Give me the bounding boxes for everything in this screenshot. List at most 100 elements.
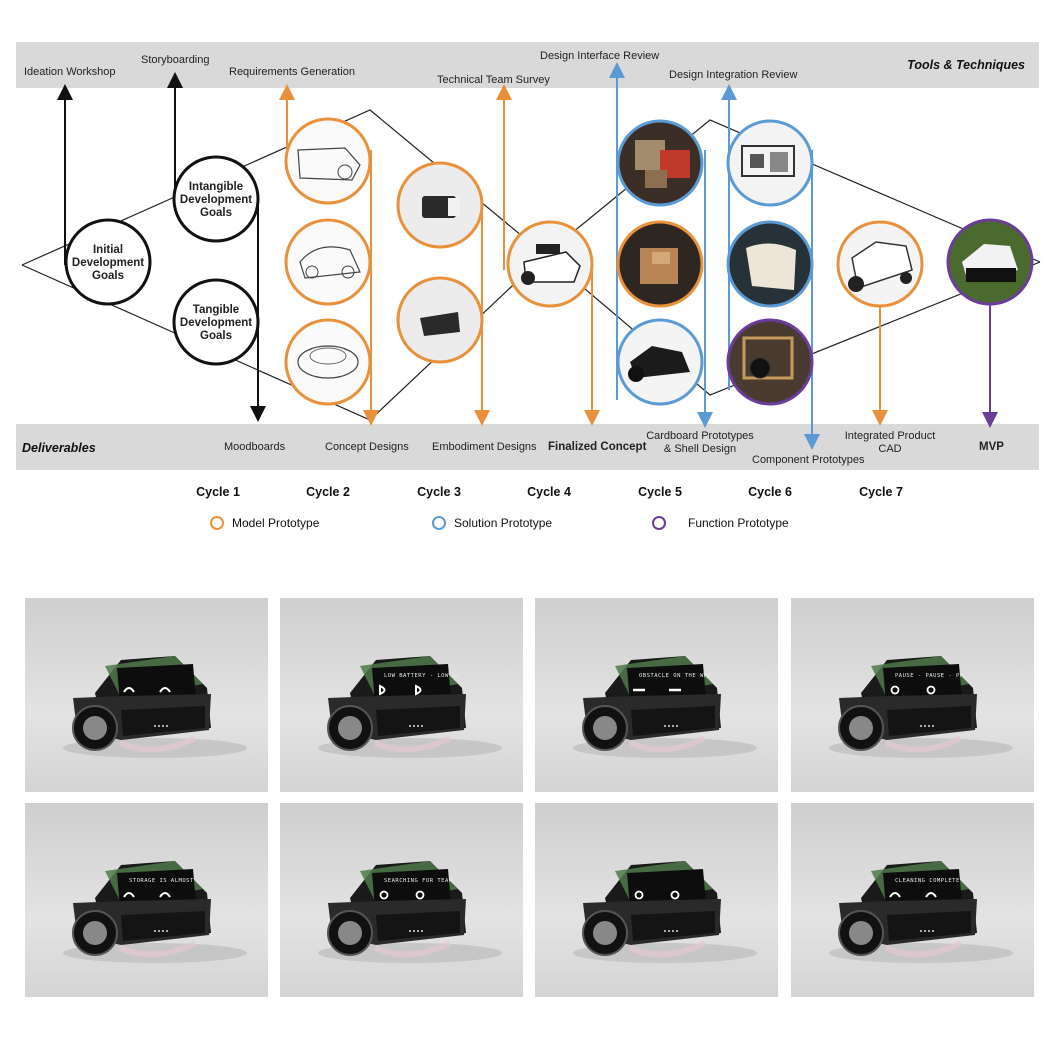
- led-dots: [409, 930, 423, 932]
- deliverable-component-prototypes: Component Prototypes: [752, 454, 865, 466]
- robot-face: [890, 685, 936, 695]
- tool-design-integration-review: Design Integration Review: [669, 69, 798, 81]
- cycle-label-4: Cycle 4: [527, 485, 571, 499]
- legend-function-prototype: Function Prototype: [652, 516, 789, 530]
- robot-face: [379, 684, 422, 696]
- robot-render-7: [535, 803, 778, 997]
- cycle-label-6: Cycle 6: [748, 485, 792, 499]
- legend-function-label: Function Prototype: [688, 516, 789, 530]
- cycle6-photo-1: [726, 119, 814, 207]
- legend-solution-label: Solution Prototype: [454, 516, 553, 530]
- robot-eye: [926, 685, 936, 695]
- robot-face: [634, 890, 680, 900]
- robot-render-image: CLEANING COMPLETE: [829, 861, 1013, 963]
- led-dots: [664, 725, 678, 727]
- cycle3-embodiment-2: [396, 276, 484, 364]
- robot-eye: [159, 892, 171, 898]
- robot-render-image: LOW BATTERY - LOW BA: [318, 656, 502, 758]
- robot-screen-text: LOW BATTERY - LOW BA: [384, 673, 460, 679]
- tool-technical-team-survey: Technical Team Survey: [437, 74, 550, 86]
- robot-render-6: SEARCHING FOR TEAM: [280, 803, 523, 997]
- tool-design-interface-review: Design Interface Review: [540, 50, 660, 62]
- robot-render-3: OBSTACLE ON THE WAY: [535, 598, 778, 792]
- cycle-label-7: Cycle 7: [859, 485, 903, 499]
- tool-ideation-workshop: Ideation Workshop: [24, 66, 116, 78]
- goal-tangible-label: Tangible Development Goals: [179, 304, 253, 342]
- robot-eye: [925, 892, 937, 898]
- robot-render-1: [25, 598, 268, 792]
- deliverables-band-title: Deliverables: [22, 441, 96, 455]
- robot-render-8: CLEANING COMPLETE: [791, 803, 1034, 997]
- led-dots: [664, 930, 678, 932]
- robot-render-image: SEARCHING FOR TEAM: [318, 861, 502, 963]
- cycle6-photo-2: [726, 220, 814, 308]
- cycle5-photo-3: [616, 318, 704, 406]
- legend-model-prototype: Model Prototype: [210, 516, 319, 530]
- tool-requirements-generation: Requirements Generation: [229, 66, 355, 78]
- led-dots: [409, 725, 423, 727]
- robot-render-image: [573, 861, 757, 963]
- cycle5-photo-2: [616, 220, 704, 308]
- legend-solution-prototype: Solution Prototype: [432, 516, 552, 530]
- robot-screen-text: CLEANING COMPLETE: [895, 878, 960, 884]
- robot-face: [123, 892, 171, 898]
- robot-render-5: STORAGE IS ALMOST: [25, 803, 268, 997]
- goal-circle-intangible: [172, 155, 260, 243]
- robot-eye: [159, 687, 171, 693]
- robot-render-image: [63, 656, 247, 758]
- cycle2-sketch-2: [284, 218, 372, 306]
- robot-eye: [889, 892, 901, 898]
- robot-render-image: OBSTACLE ON THE WAY: [573, 656, 757, 758]
- deliverable-embodiment-designs: Embodiment Designs: [432, 441, 537, 453]
- deliverable-finalized-concept: Finalized Concept: [548, 441, 647, 453]
- mvp-photo: [946, 218, 1034, 306]
- robot-render-4: PAUSE - PAUSE - PA: [791, 598, 1034, 792]
- robot-face: [379, 890, 425, 900]
- robot-render-2: LOW BATTERY - LOW BA: [280, 598, 523, 792]
- robot-eye: [634, 890, 644, 900]
- cycle7-cad: [836, 220, 924, 308]
- robot-face: [889, 892, 937, 898]
- cycle4-finalized: [506, 220, 594, 308]
- goal-circle-tangible: [172, 278, 260, 366]
- robot-screen-text: SEARCHING FOR TEAM: [384, 878, 453, 884]
- led-dots: [154, 930, 168, 932]
- deliverable-concept-designs: Concept Designs: [325, 441, 409, 453]
- goal-circle-initial: [64, 218, 152, 306]
- robot-eye: [123, 687, 135, 693]
- robot-face: [123, 687, 171, 693]
- legend-ring-model-icon: [210, 516, 224, 530]
- cycle-label-5: Cycle 5: [638, 485, 682, 499]
- robot-screen-text: PAUSE - PAUSE - PA: [895, 673, 964, 679]
- cycle2-sketch-3: [284, 318, 372, 406]
- deliverables-band: [16, 424, 1039, 470]
- robot-screen-text: STORAGE IS ALMOST: [129, 878, 194, 884]
- cycle-label-2: Cycle 2: [306, 485, 350, 499]
- goal-intangible-label: Intangible Development Goals: [179, 181, 253, 219]
- cycle5-photo-1: [616, 119, 704, 207]
- robot-eye: [379, 890, 389, 900]
- robot-eye: [890, 685, 900, 695]
- goal-initial-label: Initial Development Goals: [71, 244, 145, 282]
- cycle-label-1: Cycle 1: [196, 485, 240, 499]
- deliverable-mvp: MVP: [979, 441, 1004, 453]
- legend-ring-function-icon: [652, 516, 666, 530]
- robot-render-image: PAUSE - PAUSE - PA: [829, 656, 1013, 758]
- cycle2-sketch-1: [284, 117, 372, 205]
- robot-screen-text: OBSTACLE ON THE WAY: [639, 673, 712, 679]
- process-diagram: [21, 62, 1041, 450]
- cycle6-photo-3: [726, 318, 814, 406]
- tools-band: [16, 42, 1039, 88]
- tool-storyboarding: Storyboarding: [141, 54, 210, 66]
- deliverable-moodboards: Moodboards: [224, 441, 286, 453]
- deliverable-integrated-product-cad: Integrated Product CAD: [844, 430, 936, 455]
- deliverable-cardboard-prototypes: Cardboard Prototypes & Shell Design: [646, 430, 754, 455]
- robot-eye: [123, 892, 135, 898]
- robot-eye: [670, 890, 680, 900]
- robot-eye: [379, 684, 386, 696]
- led-dots: [920, 725, 934, 727]
- cycle3-embodiment-1: [396, 161, 484, 249]
- robot-eye: [415, 890, 425, 900]
- tools-band-title: Tools & Techniques: [907, 58, 1025, 72]
- led-dots: [154, 725, 168, 727]
